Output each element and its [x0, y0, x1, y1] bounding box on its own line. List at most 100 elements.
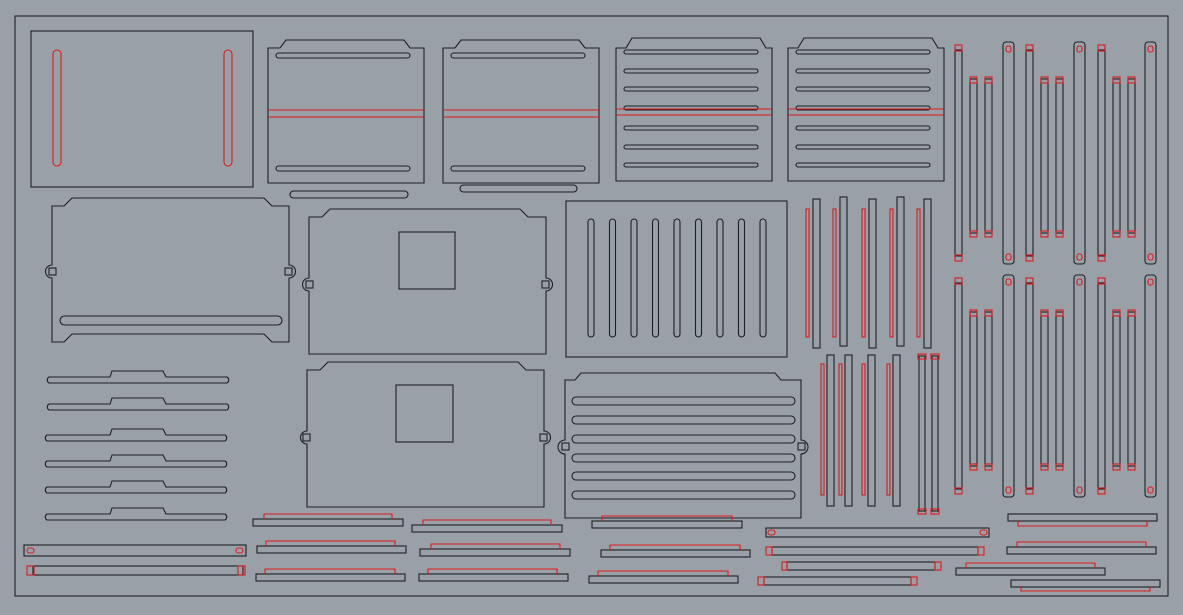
grille-slot — [716, 218, 724, 338]
tall-bar-mark — [984, 76, 993, 84]
tall-bar-mark — [969, 76, 978, 84]
tall-bar — [1040, 78, 1049, 234]
tall-bar-mark — [1097, 44, 1106, 52]
vertical-stick — [931, 355, 939, 512]
grille-slot — [571, 490, 796, 500]
stepped-strip-mark — [265, 540, 396, 546]
stepped-strip-mark — [264, 568, 396, 574]
tall-bar — [1073, 41, 1086, 265]
vertical-stick-mark — [805, 208, 810, 338]
tall-bar — [1055, 311, 1064, 467]
tall-bar — [954, 49, 963, 257]
vertical-stick — [812, 198, 821, 349]
vertical-stick-mark — [861, 208, 866, 338]
panel-slot — [623, 49, 759, 55]
grille-slot — [587, 218, 595, 338]
tall-bar-mark — [1076, 486, 1083, 494]
tall-bar-mark — [969, 309, 978, 317]
bottom-right-strips — [757, 527, 990, 586]
tall-bar-mark — [1127, 76, 1136, 84]
tall-bar-mark — [984, 230, 993, 238]
vertical-stick-mark — [889, 208, 894, 338]
panel-slot — [623, 68, 759, 74]
tall-bar — [1144, 41, 1157, 265]
tall-bar-mark — [1112, 76, 1121, 84]
stepped-strip — [1006, 546, 1157, 555]
stepped-strip-mark — [422, 519, 552, 525]
vertical-stick — [892, 354, 901, 507]
tall-bar-mark — [1055, 76, 1064, 84]
vertical-stick-mark — [832, 208, 837, 338]
tall-bar-mark — [1112, 463, 1121, 471]
panel-slot — [795, 86, 931, 92]
tall-bar-mark — [1076, 253, 1083, 261]
vertical-sticks — [805, 196, 940, 515]
tall-bar-mark — [954, 44, 963, 52]
panel-with-two-slots — [30, 30, 254, 188]
panel-slot — [795, 125, 931, 131]
vertical-stick-mark — [917, 353, 927, 360]
tall-bar-mark — [1025, 277, 1034, 285]
tall-bar-mark — [954, 487, 963, 495]
vertical-stick — [867, 354, 876, 507]
panel-slot — [795, 105, 931, 111]
stepped-strip-mark — [1017, 521, 1148, 527]
vertical-stick-mark — [861, 363, 866, 496]
vertical-stick-mark — [820, 363, 825, 496]
stepped-strip — [418, 573, 569, 582]
vertical-stick — [826, 354, 835, 507]
stepped-strip — [591, 520, 743, 529]
handle-strip — [46, 397, 230, 411]
tall-bar-mark — [1127, 309, 1136, 317]
stepped-strip — [588, 575, 739, 584]
panel-square-hole-1 — [301, 208, 554, 355]
vertical-stick — [868, 198, 877, 349]
tall-bar-mark — [1127, 463, 1136, 471]
tall-bar-mark — [1040, 76, 1049, 84]
panel-slot — [623, 86, 759, 92]
tall-bar — [1127, 78, 1136, 234]
stepped-strip-mark — [965, 562, 1096, 568]
tall-bar-mark — [1055, 309, 1064, 317]
panel-with-side-tabs — [44, 197, 297, 343]
stepped-strip-mark — [609, 544, 741, 550]
tall-bar-mark — [1025, 44, 1034, 52]
vertical-stick — [923, 198, 932, 349]
tall-bars — [954, 41, 1157, 498]
tall-bar — [969, 311, 978, 467]
panel-top-1 — [267, 39, 425, 184]
grille-horizontal-slots — [557, 372, 809, 519]
stepped-strip-mark — [427, 568, 558, 574]
grille-slot — [630, 218, 638, 338]
stepped-strip-mark — [1020, 587, 1151, 592]
panel-slot — [795, 49, 931, 55]
panel-slot — [795, 68, 931, 74]
handle-strips — [44, 370, 230, 521]
tall-bar — [1025, 282, 1034, 490]
vertical-stick-mark — [930, 353, 940, 360]
panel-slot — [795, 162, 931, 168]
grille-slot — [673, 218, 681, 338]
tall-bar — [1055, 78, 1064, 234]
handle-strip — [46, 370, 230, 384]
vertical-stick-mark — [838, 363, 843, 496]
grille-slot — [759, 218, 767, 338]
stepped-strip — [1007, 513, 1158, 522]
tall-bar-mark — [1005, 253, 1012, 261]
tall-bar — [1144, 274, 1157, 498]
stepped-strip — [955, 567, 1106, 576]
grille-slot — [571, 415, 796, 425]
tall-bar-mark — [1097, 254, 1106, 262]
panel-top-4-slotted — [787, 37, 945, 182]
stepped-strip — [1010, 579, 1161, 588]
vertical-stick-mark — [930, 508, 940, 515]
stepped-strip-mark — [597, 570, 729, 576]
panel-slot — [795, 144, 931, 150]
grille-slot — [737, 218, 746, 338]
tall-bar-mark — [1025, 254, 1034, 262]
tall-bar-mark — [1055, 230, 1064, 238]
tall-bar — [1040, 311, 1049, 467]
tall-bar — [1097, 49, 1106, 257]
